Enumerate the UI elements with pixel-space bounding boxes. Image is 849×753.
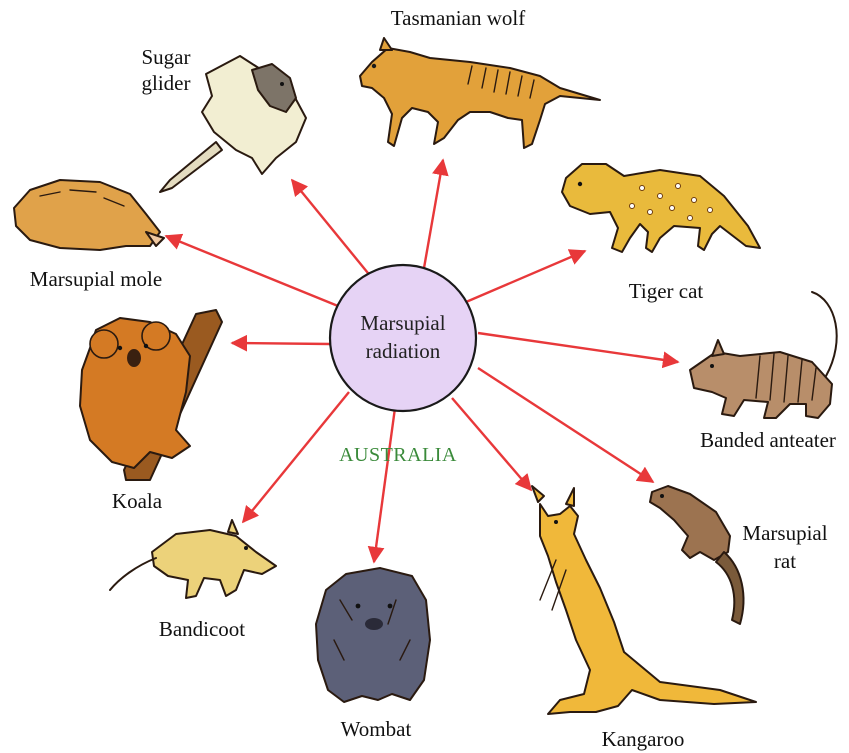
kangaroo-illustration — [532, 486, 756, 714]
wombat-illustration — [316, 568, 430, 702]
center-label-line1: Marsupial — [360, 311, 445, 335]
tasmanian-wolf-label: Tasmanian wolf — [391, 6, 525, 30]
marsupial-rat-label-line2: rat — [774, 549, 796, 573]
arrow-koala — [232, 343, 330, 344]
sugar-glider-label-line2: glider — [142, 71, 191, 95]
kangaroo-label: Kangaroo — [602, 727, 685, 751]
marsupial-rat-label-line1: Marsupial — [742, 521, 827, 545]
region-label: AUSTRALIA — [339, 444, 457, 466]
arrow-marsupial-rat — [478, 368, 653, 482]
arrow-tasmanian-wolf — [424, 160, 443, 268]
tiger-cat-illustration — [562, 164, 760, 252]
arrow-sugar-glider — [292, 180, 372, 278]
bandicoot-illustration — [110, 520, 276, 598]
center-label-line2: radiation — [366, 339, 441, 363]
banded-anteater-illustration — [690, 292, 837, 418]
tiger-cat-label: Tiger cat — [629, 279, 704, 303]
arrow-tiger-cat — [466, 251, 585, 302]
arrow-bandicoot — [243, 392, 349, 522]
wombat-label: Wombat — [341, 717, 412, 741]
marsupial-mole-illustration — [14, 180, 164, 250]
banded-anteater-label: Banded anteater — [700, 428, 836, 452]
center-node: Marsupial radiation — [330, 265, 476, 411]
marsupial-mole-label: Marsupial mole — [30, 267, 162, 291]
tasmanian-wolf-illustration — [360, 38, 600, 148]
arrow-kangaroo — [452, 398, 531, 490]
bandicoot-label: Bandicoot — [159, 617, 245, 641]
sugar-glider-label-line1: Sugar — [142, 45, 191, 69]
arrow-wombat — [374, 408, 395, 562]
marsupial-rat-illustration — [650, 486, 743, 624]
koala-label: Koala — [112, 489, 163, 513]
arrow-marsupial-mole — [166, 236, 338, 306]
arrow-banded-anteater — [478, 333, 678, 362]
koala-illustration — [80, 310, 222, 480]
